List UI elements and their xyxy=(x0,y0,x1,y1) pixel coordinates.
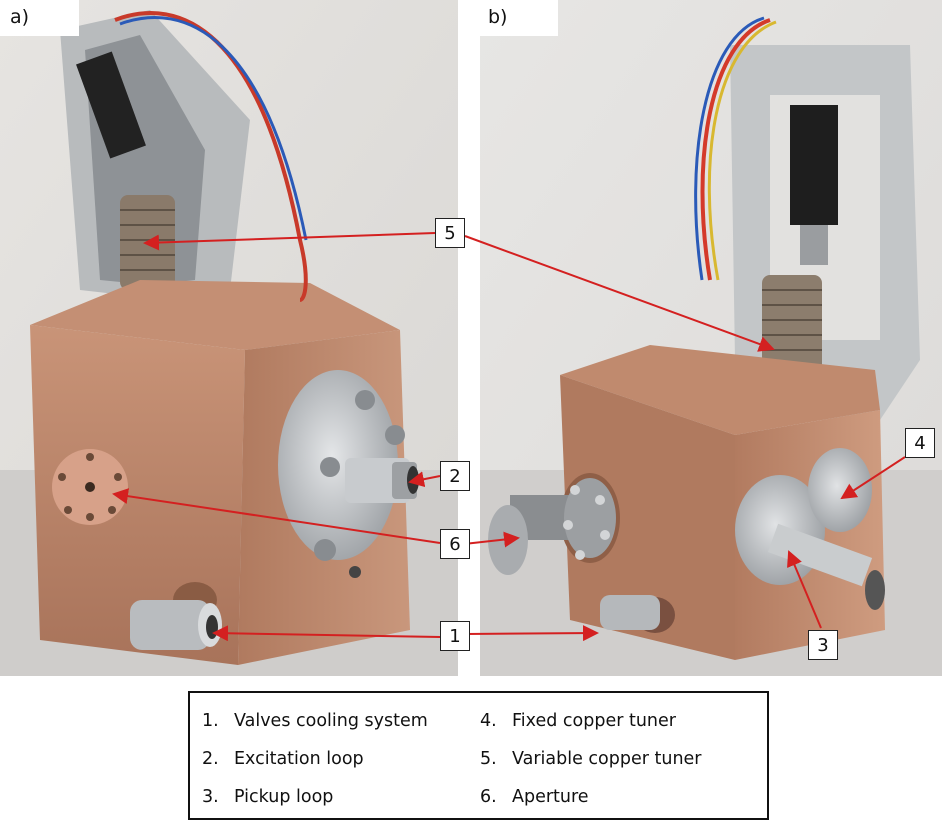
legend-item-label: Excitation loop xyxy=(234,749,364,769)
legend-box: 1. Valves cooling system 2. Excitation loo… xyxy=(188,691,769,820)
legend-item: 6. Aperture xyxy=(480,787,589,807)
legend-item-label: Fixed copper tuner xyxy=(512,711,676,731)
legend-item: 4. Fixed copper tuner xyxy=(480,711,676,731)
legend-item-label: Valves cooling system xyxy=(234,711,428,731)
callout-2: 2 xyxy=(440,461,470,491)
legend-item-label: Variable copper tuner xyxy=(512,749,702,769)
legend-item-label: Pickup loop xyxy=(234,787,334,807)
legend-item-number: 2. xyxy=(202,749,219,769)
legend-item-number: 5. xyxy=(480,749,497,769)
photo-cavity-rear-view xyxy=(480,0,942,676)
callout-4: 4 xyxy=(905,428,935,458)
panel-label-a: a) xyxy=(0,0,79,36)
callout-3: 3 xyxy=(808,630,838,660)
legend-item-number: 1. xyxy=(202,711,219,731)
legend-item-number: 4. xyxy=(480,711,497,731)
callout-5: 5 xyxy=(435,218,465,248)
callout-6: 6 xyxy=(440,529,470,559)
legend-item-number: 3. xyxy=(202,787,219,807)
panel-label-b: b) xyxy=(480,0,558,36)
photo-cavity-front-view xyxy=(0,0,458,676)
callout-1: 1 xyxy=(440,621,470,651)
legend-item-number: 6. xyxy=(480,787,497,807)
legend-item: 2. Excitation loop xyxy=(202,749,364,769)
legend-item: 5. Variable copper tuner xyxy=(480,749,702,769)
legend-item-label: Aperture xyxy=(512,787,589,807)
legend-item: 1. Valves cooling system xyxy=(202,711,428,731)
legend-item: 3. Pickup loop xyxy=(202,787,333,807)
